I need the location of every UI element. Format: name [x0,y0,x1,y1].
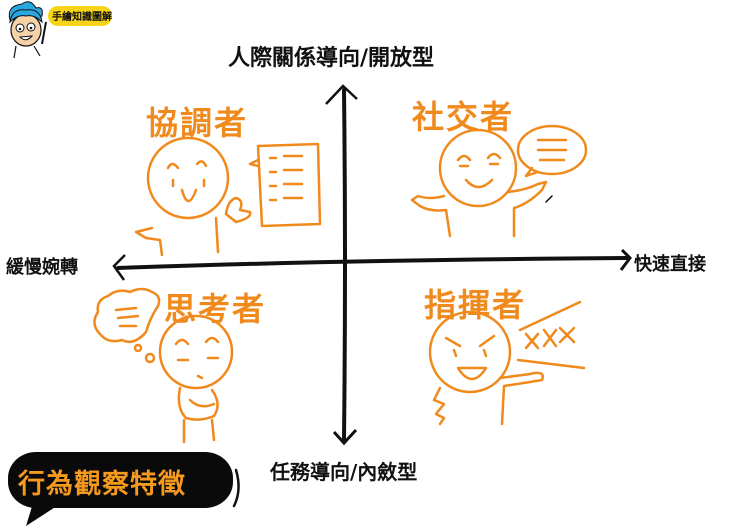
arrow-down-icon [332,428,358,446]
axis-label-right: 快速直接 [634,254,706,275]
thinker-figure-icon [93,287,234,444]
quadrant-title-director: 指揮者 [424,286,527,324]
logo-badge-text: 手繪知識圖解 [52,12,112,23]
axis-label-bottom: 任務導向/內斂型 [270,460,418,484]
arrow-right-icon [619,248,632,271]
coordinator-figure-icon [134,136,322,257]
director-figure-icon [428,300,586,426]
behavior-features-banner [8,452,233,508]
axis-label-left: 緩慢婉轉 [6,257,78,278]
quadrant-title-coordinator: 協調者 [146,104,249,142]
banner-text: 行為觀察特徵 [18,469,186,500]
socializer-figure-icon [410,124,588,238]
axis-label-top: 人際關係導向/開放型 [228,46,435,71]
logo-badge [48,6,112,26]
arrow-up-icon [325,84,358,105]
arrow-left-icon [112,254,126,281]
quadrant-title-socializer: 社交者 [412,98,515,136]
